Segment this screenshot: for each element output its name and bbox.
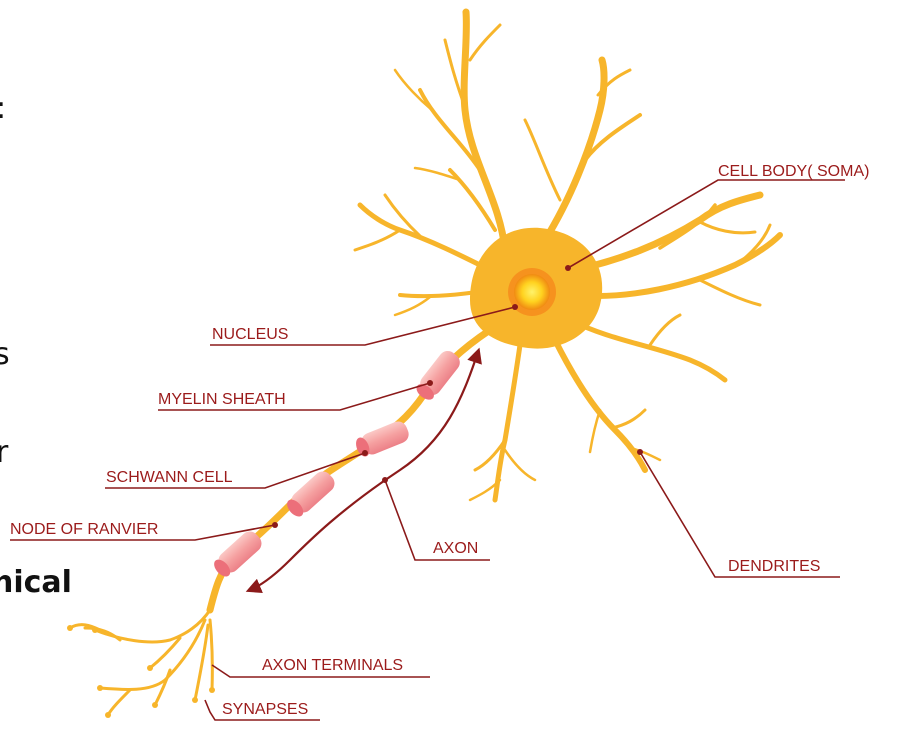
label-schwann-cell: SCHWANN CELL bbox=[106, 469, 233, 486]
label-axon: AXON bbox=[433, 540, 478, 557]
cropped-text-1: : bbox=[0, 91, 6, 126]
synapse-knobs bbox=[67, 625, 215, 718]
label-dendrites: DENDRITES bbox=[728, 558, 820, 575]
cropped-text-2: s bbox=[0, 337, 10, 372]
label-synapses: SYNAPSES bbox=[222, 701, 308, 718]
axon-terminals bbox=[70, 610, 212, 715]
label-axon-terminals: AXON TERMINALS bbox=[262, 657, 403, 674]
label-nucleus: NUCLEUS bbox=[212, 326, 288, 343]
leader-lines bbox=[10, 180, 845, 720]
cropped-text-3: r bbox=[0, 435, 9, 470]
cropped-text-4: nical bbox=[0, 565, 72, 600]
label-node-of-ranvier: NODE OF RANVIER bbox=[10, 521, 158, 538]
label-myelin-sheath: MYELIN SHEATH bbox=[158, 391, 286, 408]
label-cell-body: CELL BODY( SOMA) bbox=[718, 163, 869, 180]
